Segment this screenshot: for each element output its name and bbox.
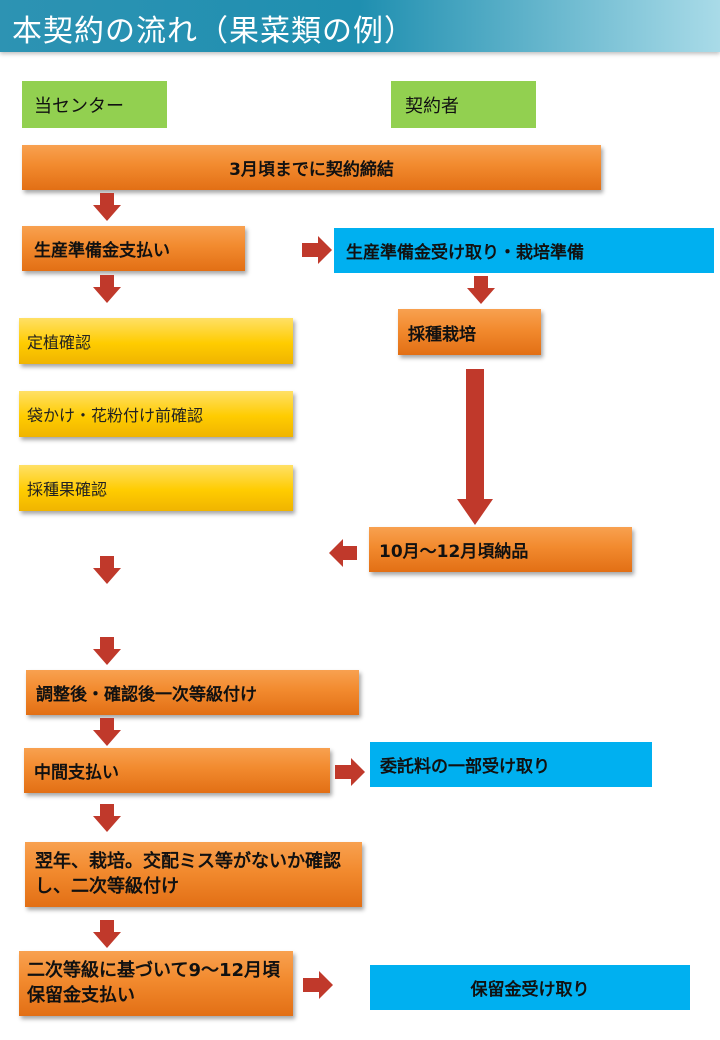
arrow-down-long-icon — [457, 369, 493, 525]
step-retention-payment: 二次等級に基づいて9〜12月頃保留金支払い — [19, 951, 293, 1016]
arrow-down-icon — [93, 556, 121, 584]
arrow-right-icon — [303, 971, 333, 999]
step-seed-cultivation-label: 採種栽培 — [408, 324, 476, 345]
step-delivery: 10月〜12月頃納品 — [369, 527, 632, 572]
arrow-down-icon — [93, 804, 121, 832]
arrow-down-icon — [93, 275, 121, 303]
step-fee-receive: 委託料の一部受け取り — [370, 742, 652, 787]
arrow-down-icon — [93, 920, 121, 948]
arrow-down-icon — [467, 276, 495, 304]
step-planting-check: 定植確認 — [19, 318, 293, 364]
title-bar: 本契約の流れ（果菜類の例） — [0, 0, 720, 52]
header-contractor: 契約者 — [391, 81, 536, 128]
step-second-grading: 翌年、栽培。交配ミス等がないか確認し、二次等級付け — [25, 842, 362, 907]
step-planting-check-label: 定植確認 — [27, 333, 92, 352]
header-center-label: 当センター — [34, 95, 124, 117]
arrow-right-icon — [335, 758, 365, 786]
arrow-down-icon — [93, 637, 121, 665]
step-fruit-check: 採種果確認 — [19, 465, 293, 511]
step-prep-receive: 生産準備金受け取り・栽培準備 — [334, 228, 714, 273]
arrow-left-icon — [329, 539, 357, 567]
step-fruit-check-label: 採種果確認 — [27, 480, 108, 499]
step-contract: 3月頃までに契約締結 — [22, 145, 601, 190]
arrow-down-icon — [93, 718, 121, 746]
step-prep-payment-label: 生産準備金支払い — [34, 241, 170, 261]
step-second-grading-label: 翌年、栽培。交配ミス等がないか確認し、二次等級付け — [35, 851, 341, 897]
step-prep-receive-label: 生産準備金受け取り・栽培準備 — [346, 243, 584, 263]
arrow-right-icon — [302, 236, 332, 264]
step-retention-receive-label: 保留金受け取り — [470, 980, 590, 1000]
step-interim-payment-label: 中間支払い — [34, 763, 119, 783]
step-retention-receive: 保留金受け取り — [370, 965, 690, 1010]
step-prep-payment: 生産準備金支払い — [22, 226, 245, 271]
step-first-grading-label: 調整後・確認後一次等級付け — [36, 685, 257, 705]
step-delivery-label: 10月〜12月頃納品 — [379, 542, 529, 562]
step-first-grading: 調整後・確認後一次等級付け — [26, 670, 359, 715]
header-contractor-label: 契約者 — [405, 95, 459, 117]
step-interim-payment: 中間支払い — [24, 748, 330, 793]
page-title: 本契約の流れ（果菜類の例） — [12, 14, 415, 49]
arrow-down-icon — [93, 193, 121, 221]
header-center: 当センター — [22, 81, 167, 128]
step-seed-cultivation: 採種栽培 — [398, 309, 541, 355]
step-fee-receive-label: 委託料の一部受け取り — [380, 757, 550, 777]
step-contract-label: 3月頃までに契約締結 — [229, 160, 394, 180]
step-pollination-check: 袋かけ・花粉付け前確認 — [19, 391, 293, 437]
step-retention-payment-label: 二次等級に基づいて9〜12月頃保留金支払い — [27, 960, 281, 1006]
step-pollination-check-label: 袋かけ・花粉付け前確認 — [27, 406, 204, 425]
